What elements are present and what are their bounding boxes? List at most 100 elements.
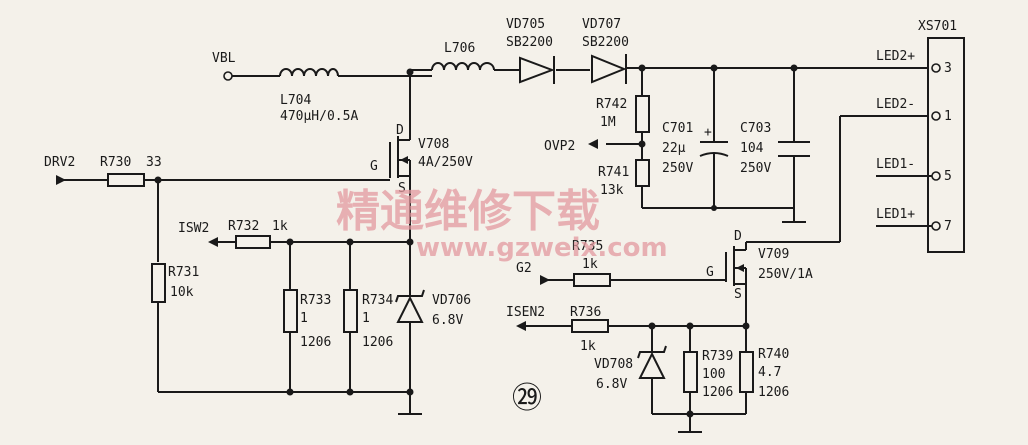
r736-resistor xyxy=(571,319,609,333)
junction-dot xyxy=(742,322,750,330)
vd707-diode xyxy=(591,54,627,84)
v708-mosfet xyxy=(389,76,411,242)
v709-value: 250V/1A xyxy=(758,267,813,282)
r730-ref: R730 xyxy=(100,155,131,170)
drv2-label: DRV2 xyxy=(44,155,75,170)
junction-dot xyxy=(648,322,656,330)
pin-name: LED2+ xyxy=(876,49,915,64)
c701-capacitor xyxy=(699,141,729,157)
ovp2-label: OVP2 xyxy=(544,139,575,154)
l704-ref: L704 xyxy=(280,93,311,108)
isw2-wires xyxy=(216,241,411,414)
junction-dot xyxy=(346,388,354,396)
r739-ref: R739 xyxy=(702,349,733,364)
r733-resistor xyxy=(283,289,298,333)
c701-ref: C701 xyxy=(662,121,693,136)
r741-value: 13k xyxy=(600,183,624,198)
pin-number: 7 xyxy=(944,219,952,234)
r734-value: 1 xyxy=(362,311,370,326)
top-rail-wires xyxy=(232,67,928,77)
r736-value: 1k xyxy=(580,339,596,354)
connector-pin xyxy=(931,63,941,73)
watermark-url: www.gzweix.com xyxy=(416,233,668,263)
l704-value: 470μH/0.5A xyxy=(280,109,358,124)
junction-dot xyxy=(286,388,294,396)
g2-label: G2 xyxy=(516,261,532,276)
vd707-value: SB2200 xyxy=(582,35,629,50)
isw2-label: ISW2 xyxy=(178,221,209,236)
isen2-label: ISEN2 xyxy=(506,305,545,320)
r735-value: 1k xyxy=(582,257,598,272)
r732-resistor xyxy=(235,235,271,249)
c703-capacitor xyxy=(778,141,810,157)
r742-value: 1M xyxy=(600,115,616,130)
output-filter-wires xyxy=(606,68,795,222)
r730-value: 33 xyxy=(146,155,162,170)
connector-pin xyxy=(931,111,941,121)
c703-voltage: 250V xyxy=(740,161,771,176)
xs701-ref: XS701 xyxy=(918,19,957,34)
v709-s: S xyxy=(734,287,742,302)
r742-resistor xyxy=(635,95,650,133)
vd705-ref: VD705 xyxy=(506,17,545,32)
r735-ref: R735 xyxy=(572,239,603,254)
drv2-arrow-icon xyxy=(56,175,66,185)
r739-value: 100 xyxy=(702,367,725,382)
junction-dot xyxy=(686,410,694,418)
r740-pkg: 1206 xyxy=(758,385,789,400)
junction-dot xyxy=(406,68,414,76)
vd706-zener xyxy=(395,289,425,323)
r734-pkg: 1206 xyxy=(362,335,393,350)
r741-ref: R741 xyxy=(598,165,629,180)
v708-g: G xyxy=(370,159,378,174)
vd705-value: SB2200 xyxy=(506,35,553,50)
vd706-value: 6.8V xyxy=(432,313,463,328)
r736-ref: R736 xyxy=(570,305,601,320)
c701-value: 22μ xyxy=(662,141,686,156)
r733-value: 1 xyxy=(300,311,308,326)
vd708-value: 6.8V xyxy=(596,377,627,392)
watermark-text: 精通维修下载 xyxy=(336,186,600,237)
pin-number: 5 xyxy=(944,169,952,184)
connector-pin xyxy=(876,171,941,181)
pin-name: LED1- xyxy=(876,157,915,172)
v709-mosfet xyxy=(725,115,928,326)
r739-resistor xyxy=(683,351,698,393)
r730-resistor xyxy=(107,173,145,187)
vd708-zener xyxy=(637,345,667,379)
isen2-wires xyxy=(524,325,747,432)
v709-g: G xyxy=(706,265,714,280)
isen2-arrow-icon xyxy=(516,321,526,331)
pin-name: LED1+ xyxy=(876,207,915,222)
vd707-ref: VD707 xyxy=(582,17,621,32)
r734-ref: R734 xyxy=(362,293,393,308)
r733-pkg: 1206 xyxy=(300,335,331,350)
junction-dot xyxy=(711,205,717,211)
r733-ref: R733 xyxy=(300,293,331,308)
junction-dot xyxy=(154,176,162,184)
vbl-terminal xyxy=(223,71,233,81)
r739-pkg: 1206 xyxy=(702,385,733,400)
r731-value: 10k xyxy=(170,285,194,300)
r740-ref: R740 xyxy=(758,347,789,362)
v708-s: S xyxy=(398,181,406,196)
vd708-ref: VD708 xyxy=(594,357,633,372)
l706-inductor xyxy=(431,62,495,71)
pin-number: 1 xyxy=(944,109,952,124)
r735-resistor xyxy=(573,273,611,287)
connector-pin xyxy=(876,221,941,231)
isw2-arrow-icon xyxy=(208,237,218,247)
drv2-wires xyxy=(60,179,410,393)
r731-ref: R731 xyxy=(168,265,199,280)
pin-number: 3 xyxy=(944,61,952,76)
c703-value: 104 xyxy=(740,141,764,156)
junction-dot xyxy=(406,238,414,246)
r734-resistor xyxy=(343,289,358,333)
l706-ref: L706 xyxy=(444,41,475,56)
xs701-connector xyxy=(927,37,965,253)
l704-inductor xyxy=(279,68,339,77)
v708-ref: V708 xyxy=(418,137,449,152)
junction-dot xyxy=(286,238,294,246)
